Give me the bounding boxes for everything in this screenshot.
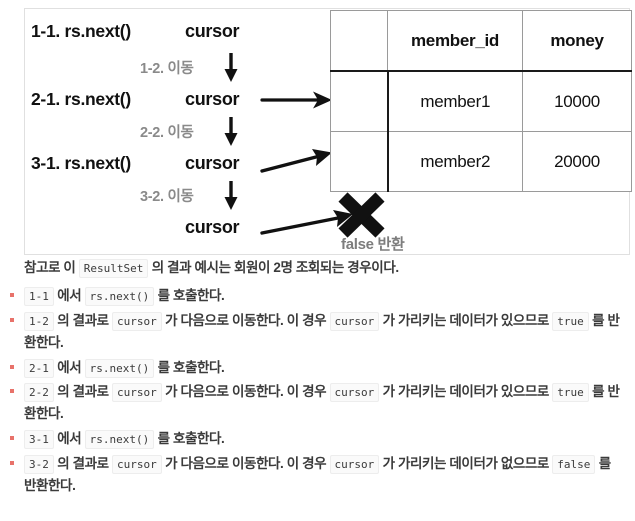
list-item-text: 를 반환한다. — [24, 312, 620, 350]
step-label-2-1: 2-1. rs.next() — [31, 89, 131, 109]
inline-code: rs.next() — [84, 358, 155, 378]
cursor-label-1: cursor — [185, 21, 240, 41]
table-row: member1 10000 — [330, 70, 632, 132]
list-item-text: 가 다음으로 이동한다. 이 경우 — [165, 455, 327, 471]
list-item-text: 의 결과로 — [57, 455, 109, 471]
cursor-label-4: cursor — [185, 217, 240, 237]
right-arrow-icon — [260, 210, 353, 235]
down-arrow-icon — [224, 117, 238, 146]
intro-paragraph: 참고로 이 ResultSet 의 결과 예시는 회원이 2명 조회되는 경우이… — [0, 258, 635, 279]
table-header-member-id: member_id — [387, 10, 523, 72]
list-item: 2-2 의 결과로 cursor 가 다음으로 이동한다. 이 경우 curso… — [0, 381, 635, 428]
list-item-text: 의 결과로 — [57, 384, 109, 400]
list-item: 1-2 의 결과로 cursor 가 다음으로 이동한다. 이 경우 curso… — [0, 310, 635, 357]
inline-code: cursor — [112, 311, 162, 331]
move-label-2-2: 2-2. 이동 — [140, 125, 194, 141]
table-header-row: member_id money — [330, 10, 632, 72]
right-arrow-icon — [260, 91, 332, 109]
inline-code: true — [552, 311, 589, 331]
inline-code: rs.next() — [84, 430, 155, 450]
row-money: 20000 — [522, 131, 632, 192]
intro-text-before: 참고로 이 — [24, 260, 76, 275]
row-cursor-cell — [330, 70, 389, 132]
list-item: 3-1 에서 rs.next() 를 호출한다. — [0, 428, 635, 453]
x-mark-icon — [338, 192, 385, 238]
list-item-text: 에서 — [57, 359, 82, 375]
inline-code-resultset: ResultSet — [78, 259, 149, 278]
list-item: 3-2 의 결과로 cursor 가 다음으로 이동한다. 이 경우 curso… — [0, 453, 635, 500]
inline-code: cursor — [329, 311, 380, 331]
explanation-section: 참고로 이 ResultSet 의 결과 예시는 회원이 2명 조회되는 경우이… — [0, 258, 635, 500]
diagram-canvas: 1-1. rs.next() cursor 1-2. 이동 2-1. rs.ne… — [25, 9, 632, 254]
step-label-1-1: 1-1. rs.next() — [31, 21, 131, 41]
table-header-cursor-col — [330, 10, 388, 72]
list-item: 2-1 에서 rs.next() 를 호출한다. — [0, 357, 635, 382]
down-arrow-icon — [224, 53, 238, 82]
row-member-id: member1 — [387, 70, 523, 132]
inline-code: 2-1 — [24, 358, 54, 378]
false-return-label: false 반환 — [341, 236, 405, 253]
explanation-bullet-list: 1-1 에서 rs.next() 를 호출한다. 1-2 의 결과로 curso… — [0, 285, 635, 500]
row-cursor-cell — [330, 131, 389, 192]
table-header-money: money — [522, 10, 632, 72]
resultset-cursor-figure: 1-1. rs.next() cursor 1-2. 이동 2-1. rs.ne… — [24, 8, 632, 255]
list-item-text: 가 다음으로 이동한다. 이 경우 — [165, 384, 327, 400]
list-item-text: 에서 — [57, 431, 82, 447]
list-item-text: 에서 — [57, 287, 82, 303]
list-item-text: 가 가리키는 데이터가 있으므로 — [382, 312, 550, 328]
right-arrow-icon — [260, 149, 332, 173]
inline-code: cursor — [329, 454, 380, 474]
move-label-3-2: 3-2. 이동 — [140, 189, 194, 205]
inline-code: 3-2 — [24, 454, 54, 474]
list-item-text: 를 호출한다. — [157, 431, 225, 447]
inline-code: cursor — [112, 454, 162, 474]
resultset-table: member_id money member1 10000 member2 20… — [330, 10, 632, 192]
list-item: 1-1 에서 rs.next() 를 호출한다. — [0, 285, 635, 310]
move-label-1-2: 1-2. 이동 — [140, 61, 194, 77]
step-label-3-1: 3-1. rs.next() — [31, 153, 131, 173]
inline-code: cursor — [329, 383, 380, 403]
row-money: 10000 — [522, 70, 632, 132]
cursor-label-2: cursor — [185, 89, 240, 109]
list-item-text: 의 결과로 — [57, 312, 109, 328]
cursor-label-3: cursor — [185, 153, 240, 173]
inline-code: 2-2 — [24, 383, 54, 403]
inline-code: true — [552, 383, 589, 403]
inline-code: false — [552, 454, 596, 474]
inline-code: 1-1 — [24, 286, 54, 306]
list-item-text: 를 호출한다. — [157, 359, 225, 375]
down-arrow-icon — [224, 181, 238, 210]
list-item-text: 를 호출한다. — [157, 287, 225, 303]
list-item-text: 가 가리키는 데이터가 없으므로 — [382, 455, 550, 471]
list-item-text: 가 가리키는 데이터가 있으므로 — [382, 384, 550, 400]
list-item-text: 를 반환한다. — [24, 455, 611, 493]
list-item-text: 를 반환한다. — [24, 384, 620, 422]
inline-code: rs.next() — [84, 286, 155, 306]
inline-code: cursor — [112, 383, 162, 403]
list-item-text: 가 다음으로 이동한다. 이 경우 — [165, 312, 327, 328]
inline-code: 1-2 — [24, 311, 54, 331]
intro-text-after: 의 결과 예시는 회원이 2명 조회되는 경우이다. — [151, 260, 399, 275]
row-member-id: member2 — [387, 131, 523, 192]
table-row: member2 20000 — [330, 131, 632, 192]
inline-code: 3-1 — [24, 430, 54, 450]
